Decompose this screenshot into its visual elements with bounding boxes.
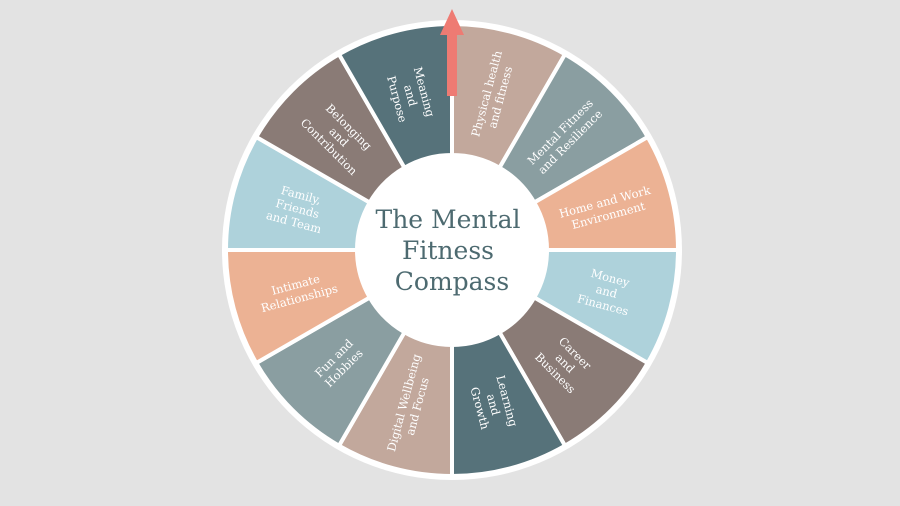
center-circle bbox=[359, 157, 545, 343]
title-line-3: Compass bbox=[395, 267, 509, 296]
compass-center: The Mental Fitness Compass bbox=[359, 157, 545, 343]
segment-label-line: and bbox=[401, 83, 420, 108]
title-line-2: Fitness bbox=[402, 236, 494, 265]
segment-label-line: and bbox=[484, 392, 503, 417]
title-line-1: The Mental bbox=[376, 205, 521, 234]
compass-title: The Mental Fitness Compass bbox=[376, 205, 529, 296]
segment-label-line: and bbox=[594, 282, 619, 301]
north-arrow-icon bbox=[440, 9, 464, 96]
arrow-head bbox=[440, 9, 464, 35]
arrow-shaft bbox=[447, 30, 457, 96]
